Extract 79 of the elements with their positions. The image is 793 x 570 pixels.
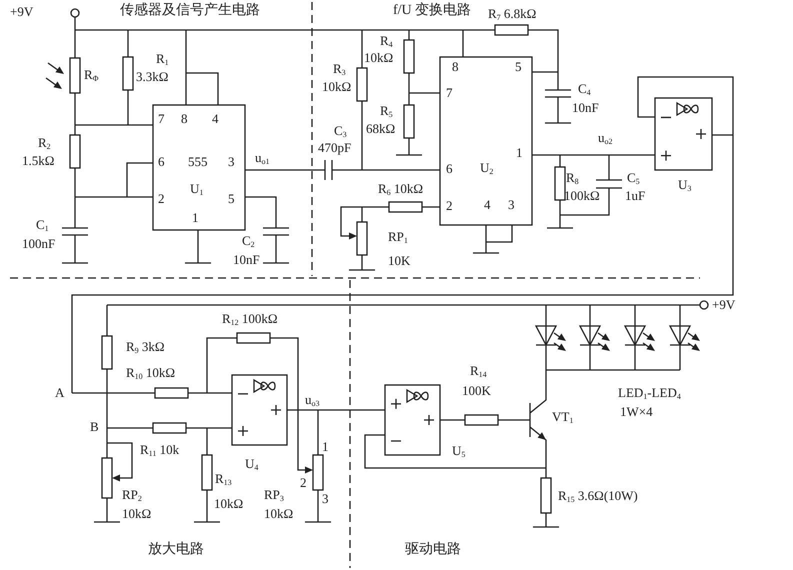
component-label: C$_{4}$: [578, 82, 591, 96]
component-label: R$_{7}$ 6.8kΩ: [488, 7, 536, 21]
pin-number: 7: [446, 86, 452, 100]
pin-number: 6: [158, 155, 164, 169]
pin-number: 6: [446, 162, 452, 176]
component-label: R$_{11}$ 10k: [140, 443, 180, 457]
pin-number: 2: [446, 199, 452, 213]
component-label: R$_{1}$: [156, 52, 169, 66]
pin-number: 5: [228, 192, 234, 206]
pin-number: 8: [452, 60, 458, 74]
component-value: 100K: [462, 384, 491, 398]
component-value: 100kΩ: [564, 189, 600, 203]
chip-label: U$_{1}$: [190, 182, 204, 196]
component-value: 10kΩ: [264, 507, 294, 521]
component-value: 1.5kΩ: [22, 154, 54, 168]
pin-number: 1: [192, 211, 198, 225]
component-label: VT$_{1}$: [552, 410, 574, 424]
component-value: 470pF: [318, 141, 352, 155]
signal-label: u$_{o1}$: [255, 151, 270, 165]
component-label: R$_{15}$ 3.6Ω(10W): [558, 489, 638, 503]
component-value: 10kΩ: [364, 51, 394, 65]
component-value: 3.3kΩ: [136, 70, 168, 84]
chip-label: U$_{2}$: [480, 161, 494, 175]
component-label: C$_{3}$: [334, 124, 347, 138]
node-label: A: [55, 386, 64, 400]
pin-number: 1: [322, 440, 328, 454]
chip-label: U$_{3}$: [678, 178, 692, 192]
component-value: 10nF: [233, 253, 260, 267]
component-label: RP$_{3}$: [264, 488, 284, 502]
component-label: R$_{10}$ 10kΩ: [126, 366, 176, 380]
section-title: 驱动电路: [405, 543, 461, 557]
node-label: B: [90, 420, 99, 434]
component-label: RP$_{2}$: [122, 488, 142, 502]
component-label: R$_{8}$: [566, 171, 579, 185]
chip-label: 555: [188, 155, 208, 169]
component-value: 68kΩ: [366, 122, 396, 136]
component-label: R$_{13}$: [215, 472, 232, 486]
component-label: R$_{5}$: [380, 104, 393, 118]
component-value: 10kΩ: [322, 80, 352, 94]
pin-number: 1: [516, 146, 522, 160]
component-label: C$_{2}$: [242, 234, 255, 248]
component-label: C$_{5}$: [627, 171, 640, 185]
pin-number: 2: [158, 192, 164, 206]
pin-number: 8: [181, 112, 188, 126]
section-title: 放大电路: [148, 543, 204, 557]
component-label: R$_{Φ}$: [84, 68, 99, 82]
component-label: R$_{2}$: [38, 136, 51, 150]
section-title: f/U 变换电路: [393, 4, 472, 18]
component-label: R$_{6}$ 10kΩ: [378, 182, 424, 196]
component-value: 1W×4: [620, 405, 653, 419]
pin-number: 3: [228, 155, 234, 169]
component-label: R$_{12}$ 100kΩ: [222, 312, 278, 326]
component-value: 1uF: [625, 189, 646, 203]
chip-label: U$_{4}$: [245, 457, 258, 471]
component-value: 100nF: [22, 237, 56, 251]
pin-number: 2: [300, 476, 306, 490]
component-value: 10nF: [572, 101, 599, 115]
pin-number: 4: [484, 198, 490, 212]
chip-label: U$_{5}$: [452, 444, 466, 458]
pin-number: 3: [322, 492, 328, 506]
pin-number: 3: [508, 198, 514, 212]
component-value: 10kΩ: [214, 497, 244, 511]
component-value: 10kΩ: [122, 507, 152, 521]
component-label: C$_{1}$: [36, 218, 49, 232]
signal-label: u$_{o3}$: [305, 393, 320, 407]
component-label: R$_{3}$: [333, 62, 346, 76]
component-label: R$_{14}$: [470, 364, 487, 378]
pin-number: 4: [212, 112, 218, 126]
pin-number: 7: [158, 112, 164, 126]
component-label: RP$_{1}$: [388, 230, 408, 244]
component-label: LED$_{1}$-LED$_{4}$: [618, 386, 681, 400]
section-title: 传感器及信号产生电路: [120, 4, 260, 18]
voltage-label: +9V: [712, 298, 736, 312]
voltage-label: +9V: [10, 5, 34, 19]
pin-number: 5: [515, 60, 522, 74]
component-label: R$_{4}$: [380, 34, 393, 48]
signal-label: u$_{o2}$: [598, 131, 612, 145]
component-value: 10K: [388, 254, 410, 268]
component-label: R$_{9}$ 3kΩ: [126, 340, 165, 354]
